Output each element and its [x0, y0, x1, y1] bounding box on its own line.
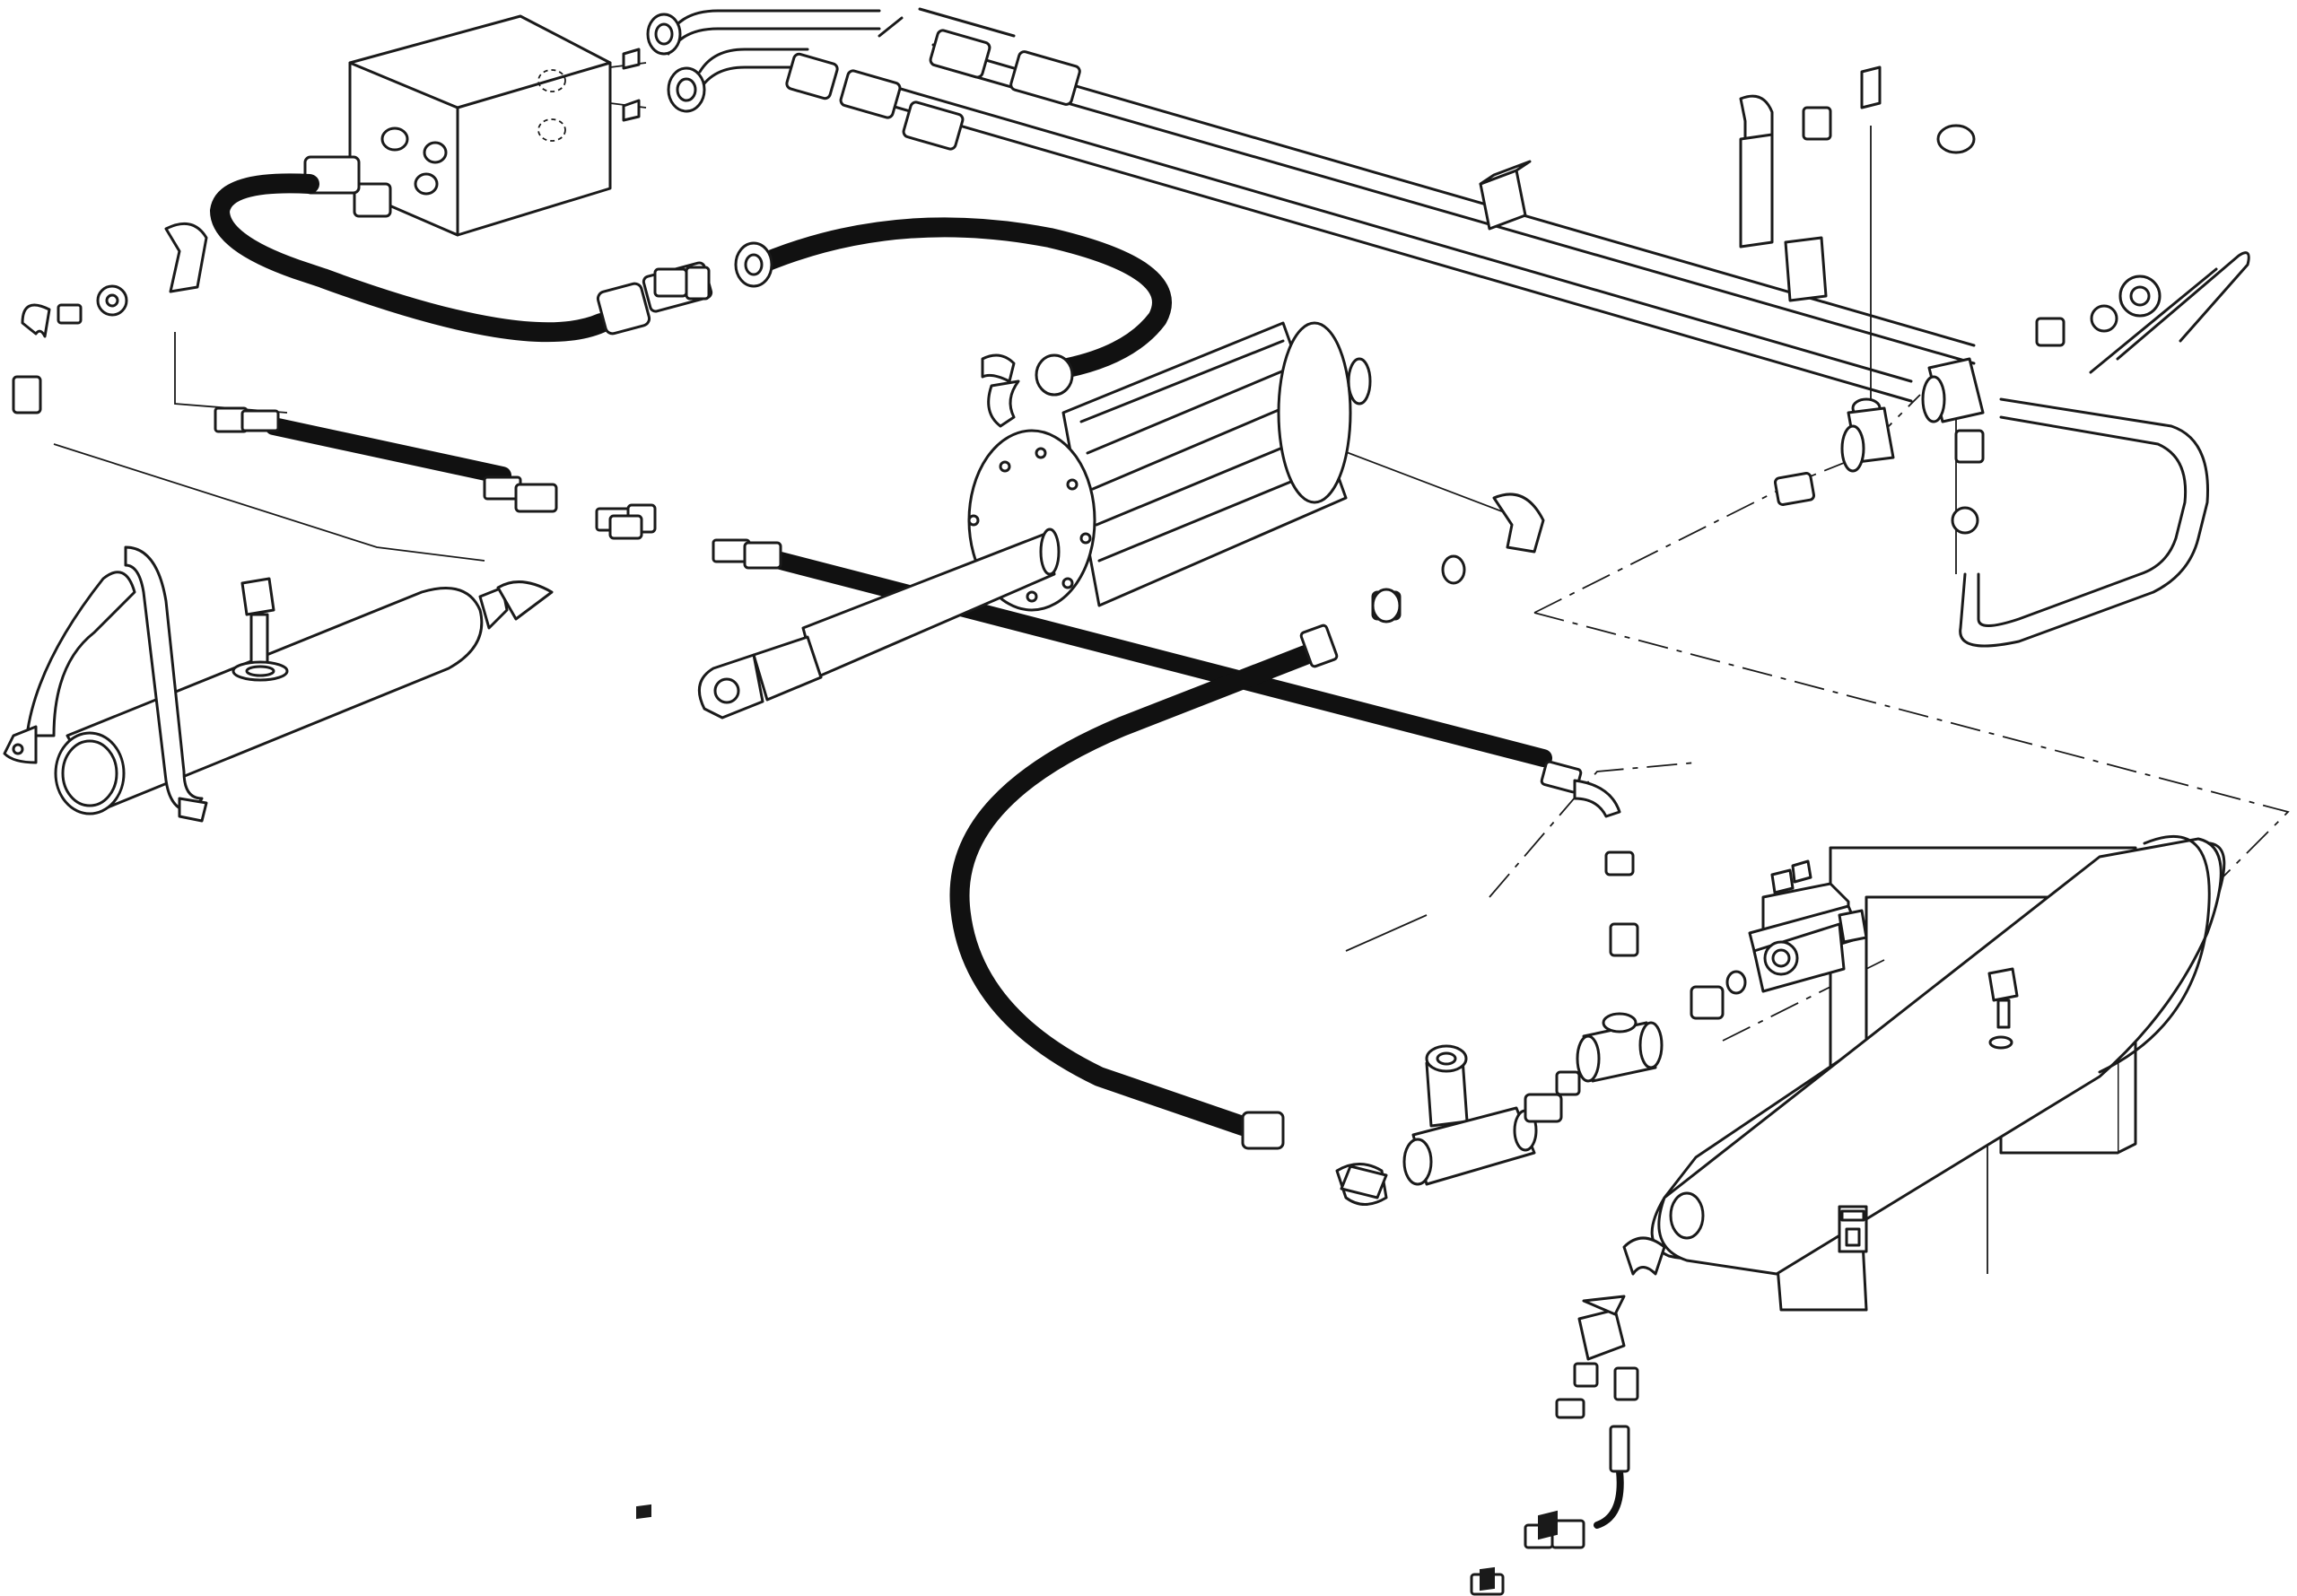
tee-fittings [1576, 236, 1985, 1083]
hoses [210, 173, 1624, 1529]
top-pipe-fittings [646, 7, 1081, 151]
solenoid-valve [1748, 859, 1868, 993]
control-block [303, 14, 641, 237]
small-fittings [12, 65, 2162, 1596]
pressure-switch [1402, 1044, 1538, 1186]
pipe-clamp [1479, 160, 1532, 231]
air-reservoir-tank [1650, 834, 2226, 1312]
drain-valve [1577, 1295, 1626, 1361]
rigid-pipes [667, 9, 2250, 648]
actuator-cylinder [697, 321, 1372, 720]
lubricator-cylinder [3, 545, 554, 823]
threaded-studs [636, 1504, 1558, 1592]
